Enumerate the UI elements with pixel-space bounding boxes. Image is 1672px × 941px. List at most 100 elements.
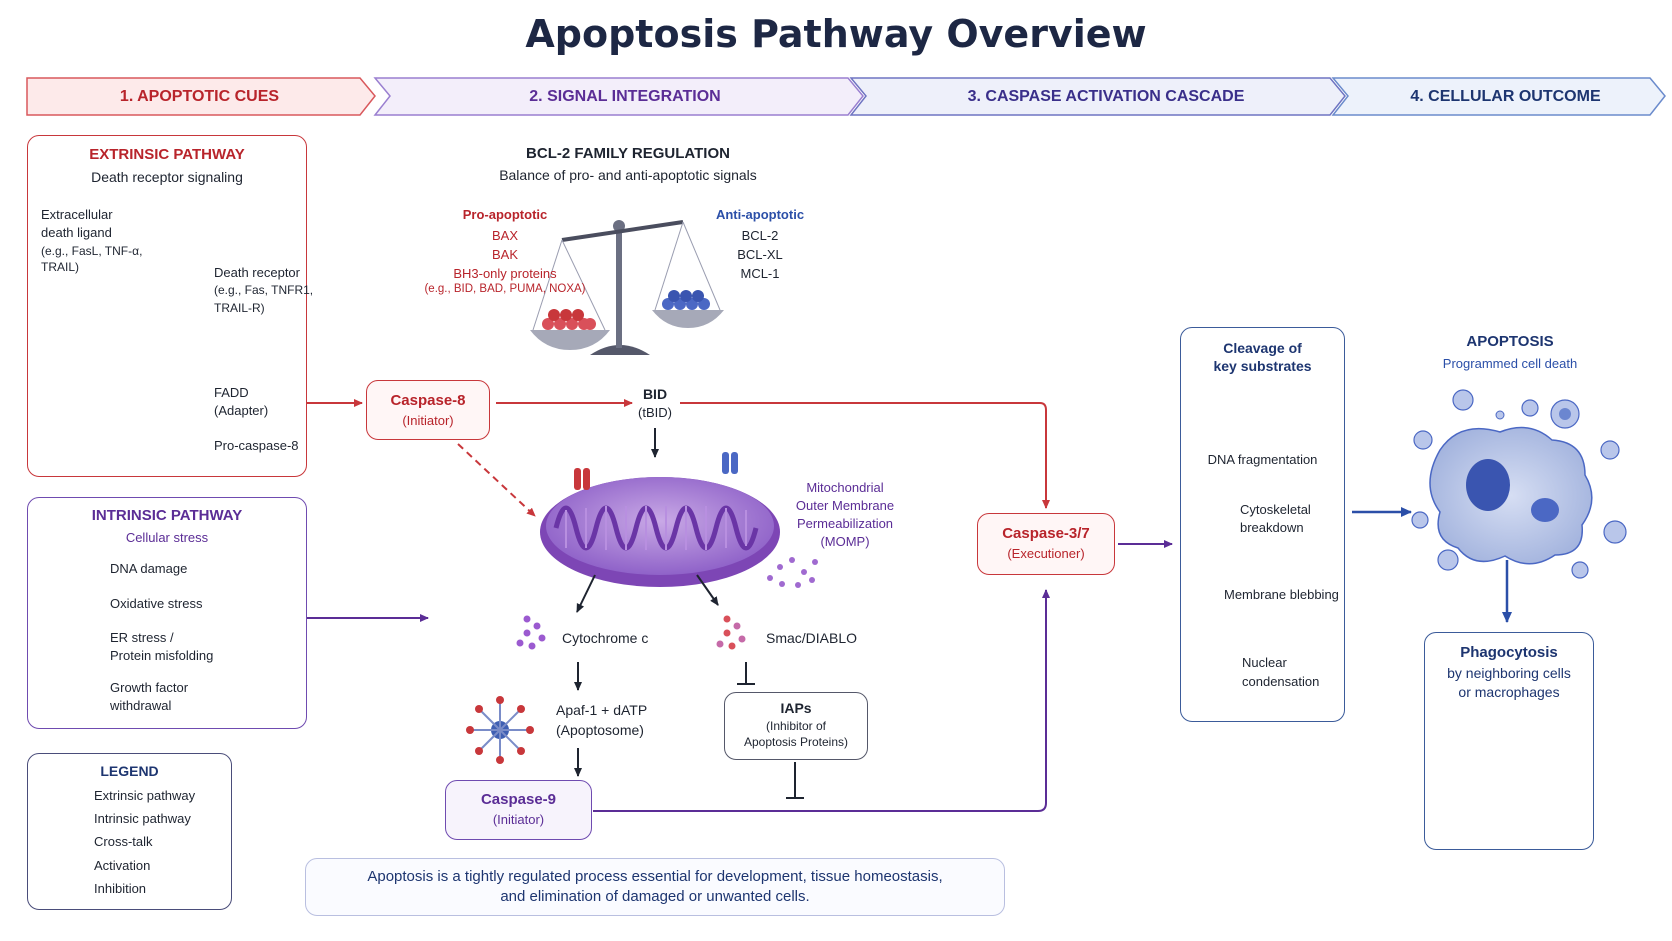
pro-examples: (e.g., BID, BAD, PUMA, NOXA) bbox=[424, 283, 586, 295]
procaspase-8-label: Pro-caspase-8 bbox=[214, 438, 299, 453]
smac-diablo-label: Smac/DIABLO bbox=[766, 630, 858, 646]
caspase-9-sub: (Initiator) bbox=[492, 812, 545, 827]
nuclear-label-1: Nuclear bbox=[1242, 655, 1287, 670]
apoptosis-subtitle: Programmed cell death bbox=[1442, 356, 1578, 371]
legend-inhibition: Inhibition bbox=[94, 881, 147, 896]
apaf1-label-2: (Apoptosome) bbox=[556, 722, 644, 738]
momp-label-3: Permeabilization bbox=[796, 516, 894, 531]
intrinsic-title: INTRINSIC PATHWAY bbox=[91, 507, 243, 524]
caspase-8-node[interactable] bbox=[366, 380, 490, 440]
caspase-37-node[interactable] bbox=[977, 513, 1115, 575]
phagocytosis-title: Phagocytosis bbox=[1460, 644, 1558, 661]
anti-apoptotic-title: Anti-apoptotic bbox=[715, 207, 805, 222]
bid-to-caspase37-arrow bbox=[680, 402, 1050, 509]
footer-line-1: Apoptosis is a tightly regulated process… bbox=[367, 868, 943, 885]
intrinsic-item-er-stress-2: Protein misfolding bbox=[110, 648, 214, 663]
bcl2-subtitle: Balance of pro- and anti-apoptotic signa… bbox=[499, 167, 757, 183]
substrates-title-1: Cleavage of bbox=[1223, 340, 1302, 356]
caspase-9-node[interactable] bbox=[445, 780, 592, 840]
bid-title: BID bbox=[642, 386, 668, 402]
pro-apoptotic-title: Pro-apoptotic bbox=[462, 207, 548, 222]
receptor-label-1: Death receptor bbox=[214, 265, 300, 280]
caspase-37-title: Caspase-3/7 bbox=[1002, 525, 1090, 542]
substrates-panel bbox=[1180, 327, 1345, 722]
stage-chevron-1 bbox=[26, 77, 376, 116]
mitochondrion-icon bbox=[540, 452, 818, 588]
iaps-sub-2: Apoptosis Proteins) bbox=[743, 735, 849, 749]
stage-chevron-2 bbox=[373, 77, 864, 116]
receptor-label-3: TRAIL-R) bbox=[214, 301, 265, 315]
intrinsic-subtitle: Cellular stress bbox=[125, 530, 209, 545]
intrinsic-item-er-stress-1: ER stress / bbox=[110, 630, 174, 645]
extrinsic-pathway-panel bbox=[27, 135, 307, 477]
mito-to-smac-arrow bbox=[696, 574, 719, 606]
substrates-title-2: key substrates bbox=[1213, 358, 1312, 374]
apoptosome-icon bbox=[466, 696, 534, 764]
caspase-8-sub: (Initiator) bbox=[402, 413, 454, 428]
membrane-blebbing-label: Membrane blebbing bbox=[1224, 587, 1339, 602]
extrinsic-title: EXTRINSIC PATHWAY bbox=[89, 146, 245, 163]
legend-crosstalk: Cross-talk bbox=[94, 834, 153, 849]
anti-bcl2: BCL-2 bbox=[741, 228, 779, 243]
extrinsic-subtitle: Death receptor signaling bbox=[91, 169, 243, 185]
legend-activation: Activation bbox=[94, 858, 151, 873]
intrinsic-item-oxidative-stress: Oxidative stress bbox=[110, 596, 203, 611]
iaps-inhibits-caspase bbox=[786, 762, 804, 799]
nuclear-label-2: condensation bbox=[1242, 674, 1320, 689]
fadd-label-1: FADD bbox=[214, 385, 249, 400]
cytochrome-c-label: Cytochrome c bbox=[562, 630, 649, 646]
intrinsic-item-growth-1: Growth factor bbox=[110, 680, 189, 695]
stage-label-4: 4. CELLULAR OUTCOME bbox=[1410, 88, 1601, 105]
balance-scale-icon bbox=[530, 220, 724, 355]
page-title: Apoptosis Pathway Overview bbox=[525, 12, 1147, 56]
smac-diablo-icon bbox=[716, 615, 746, 650]
cytochrome-c-icon bbox=[516, 615, 546, 650]
mito-to-cytc-arrow bbox=[576, 574, 596, 613]
caspase-9-title: Caspase-9 bbox=[480, 791, 557, 808]
ligand-label-2: death ligand bbox=[41, 225, 112, 240]
momp-label-1: Mitochondrial bbox=[806, 480, 884, 495]
bid-sub: (tBID) bbox=[638, 405, 672, 420]
footer-panel bbox=[305, 858, 1005, 916]
momp-label-4: (MOMP) bbox=[820, 534, 870, 549]
caspase-37-sub: (Executioner) bbox=[1007, 546, 1085, 561]
stage-label-3: 3. CASPASE ACTIVATION CASCADE bbox=[967, 88, 1245, 105]
fadd-label-2: (Adapter) bbox=[214, 403, 269, 418]
stage-label-2: 2. SIGNAL INTEGRATION bbox=[529, 88, 721, 105]
cytoskeletal-label-1: Cytoskeletal bbox=[1240, 502, 1311, 517]
anti-bclxl: BCL-XL bbox=[737, 247, 783, 262]
apoptotic-cell-icon bbox=[1411, 389, 1627, 579]
intrinsic-pathway-panel bbox=[27, 497, 307, 729]
caspase-8-title: Caspase-8 bbox=[390, 392, 466, 409]
stage-chevron-4 bbox=[1331, 77, 1666, 116]
apaf1-label-1: Apaf-1 + dATP bbox=[556, 702, 648, 718]
footer-line-2: and elimination of damaged or unwanted c… bbox=[500, 888, 810, 905]
ligand-label-4: TRAIL) bbox=[41, 260, 80, 274]
legend-extrinsic: Extrinsic pathway bbox=[94, 788, 196, 803]
ligand-label-1: Extracellular bbox=[41, 207, 113, 222]
bcl2-title: BCL-2 FAMILY REGULATION bbox=[526, 145, 730, 162]
legend-title: LEGEND bbox=[100, 763, 159, 779]
cytoskeletal-label-2: breakdown bbox=[1240, 520, 1304, 535]
phagocytosis-sub-1: by neighboring cells bbox=[1447, 665, 1571, 681]
legend-intrinsic: Intrinsic pathway bbox=[94, 811, 191, 826]
iaps-title: IAPs bbox=[780, 700, 812, 716]
stage-chevron-3 bbox=[849, 77, 1346, 116]
receptor-label-2: (e.g., Fas, TNFR1, bbox=[214, 283, 314, 297]
dna-fragmentation-label: DNA fragmentation bbox=[1207, 452, 1318, 467]
pro-bh3: BH3-only proteins bbox=[453, 266, 557, 281]
ligand-label-3: (e.g., FasL, TNF-α, bbox=[41, 244, 143, 258]
iaps-sub-1: (Inhibitor of bbox=[765, 719, 827, 733]
apoptosis-title: APOPTOSIS bbox=[1466, 333, 1554, 350]
intrinsic-item-dna-damage: DNA damage bbox=[110, 561, 188, 576]
crosstalk-arrow bbox=[457, 443, 536, 517]
intrinsic-item-growth-2: withdrawal bbox=[110, 698, 172, 713]
phagocytosis-sub-2: or macrophages bbox=[1458, 684, 1560, 700]
caspase9-to-caspase37-arrow bbox=[593, 589, 1050, 812]
legend-panel bbox=[27, 753, 232, 910]
smac-inhibits-iaps bbox=[737, 662, 755, 685]
momp-label-2: Outer Membrane bbox=[795, 498, 895, 513]
stage-label-1: 1. APOPTOTIC CUES bbox=[119, 88, 280, 105]
iaps-node[interactable] bbox=[724, 692, 868, 760]
anti-mcl1: MCL-1 bbox=[740, 266, 780, 281]
